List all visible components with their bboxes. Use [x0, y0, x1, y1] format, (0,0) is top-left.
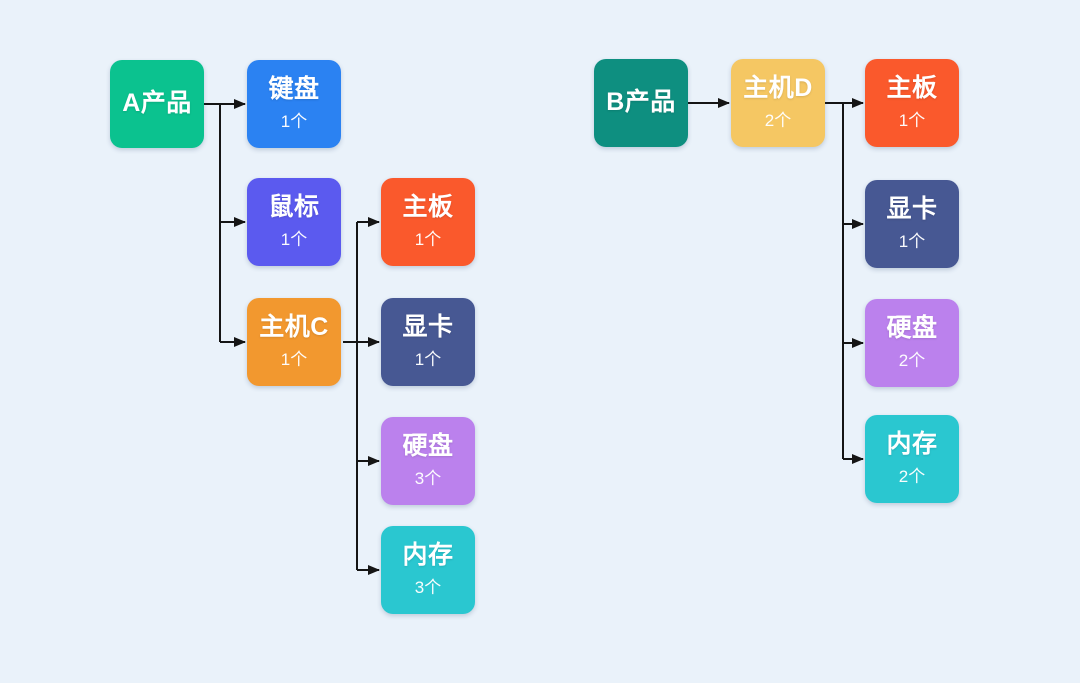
node-disk-right[interactable]: 硬盘 2个	[865, 299, 959, 387]
node-mainboard-right[interactable]: 主板 1个	[865, 59, 959, 147]
node-label: 主机D	[743, 74, 813, 103]
node-label: 内存	[402, 541, 454, 570]
node-keyboard[interactable]: 键盘 1个	[247, 60, 341, 148]
node-count: 2个	[764, 110, 792, 130]
node-count: 1个	[898, 231, 926, 251]
node-count: 1个	[280, 229, 308, 249]
node-label: 鼠标	[268, 193, 320, 222]
node-count: 2个	[898, 466, 926, 486]
node-label: 显卡	[886, 195, 938, 224]
node-label: 内存	[886, 430, 938, 459]
node-host-c[interactable]: 主机C 1个	[247, 298, 341, 386]
node-count: 1个	[414, 349, 442, 369]
node-label: 硬盘	[402, 432, 454, 461]
node-count: 1个	[898, 110, 926, 130]
node-mainboard-left[interactable]: 主板 1个	[381, 178, 475, 266]
node-host-d[interactable]: 主机D 2个	[731, 59, 825, 147]
node-label: B产品	[606, 88, 676, 117]
node-memory-left[interactable]: 内存 3个	[381, 526, 475, 614]
node-count: 3个	[414, 577, 442, 597]
node-count: 2个	[898, 350, 926, 370]
node-label: 硬盘	[886, 314, 938, 343]
node-count: 3个	[414, 468, 442, 488]
node-gpu-left[interactable]: 显卡 1个	[381, 298, 475, 386]
node-label: 主机C	[259, 313, 329, 342]
node-label: 主板	[402, 193, 454, 222]
node-gpu-right[interactable]: 显卡 1个	[865, 180, 959, 268]
node-label: 主板	[886, 74, 938, 103]
node-label: 显卡	[402, 313, 454, 342]
node-b-product[interactable]: B产品	[594, 59, 688, 147]
node-memory-right[interactable]: 内存 2个	[865, 415, 959, 503]
node-count: 1个	[414, 229, 442, 249]
node-count: 1个	[280, 349, 308, 369]
node-label: A产品	[122, 89, 192, 118]
node-a-product[interactable]: A产品	[110, 60, 204, 148]
node-disk-left[interactable]: 硬盘 3个	[381, 417, 475, 505]
node-count: 1个	[280, 111, 308, 131]
node-label: 键盘	[268, 75, 320, 104]
node-mouse[interactable]: 鼠标 1个	[247, 178, 341, 266]
